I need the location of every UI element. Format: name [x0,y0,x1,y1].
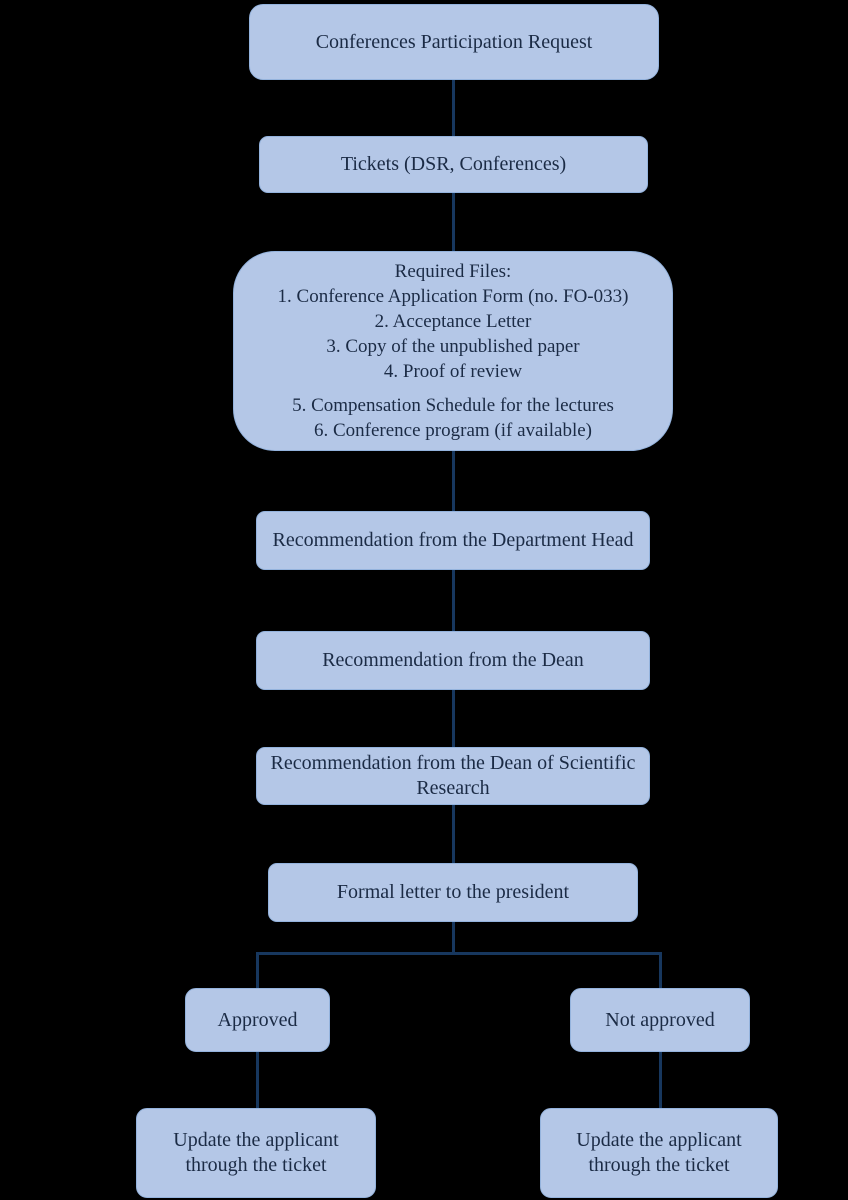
node-label: Tickets (DSR, Conferences) [340,153,567,175]
node-approved: Approved [185,988,330,1052]
connector-dean-dsr [452,689,455,748]
node-not-approved: Not approved [570,988,750,1052]
required-files-item-6: 6. Conference program (if available) [313,420,592,441]
connector-dept-head-dean [452,569,455,632]
node-formal-letter-president: Formal letter to the president [268,863,638,922]
required-files-item-2: 2. Acceptance Letter [374,311,532,332]
node-label: Approved [217,1008,298,1031]
node-recommendation-dean: Recommendation from the Dean [256,631,650,690]
connector-request-tickets [452,80,455,137]
node-label: Not approved [605,1008,715,1031]
node-label: Update the applicant through the ticket [576,1129,742,1176]
node-recommendation-dean-scientific-research: Recommendation from the Dean of Scientif… [256,747,650,805]
node-label: Recommendation from the Department Head [272,529,634,551]
connector-branch-bar [256,952,662,955]
node-label: Recommendation from the Dean of Scientif… [270,752,636,799]
node-conferences-participation-request: Conferences Participation Request [249,4,659,80]
connector-dsr-formal-letter [452,804,455,864]
node-tickets-dsr-conferences: Tickets (DSR, Conferences) [259,136,648,193]
connector-formal-letter-branch [452,921,455,954]
required-files-item-4: 4. Proof of review [383,361,523,382]
required-files-item-5: 5. Compensation Schedule for the lecture… [292,395,614,416]
node-recommendation-department-head: Recommendation from the Department Head [256,511,650,570]
connector-branch-not-approved [659,952,662,989]
node-required-files: Required Files: 1. Conference Applicatio… [233,251,673,451]
node-label: Formal letter to the president [336,881,570,903]
connector-approved-update [256,1051,259,1109]
connector-tickets-files [452,192,455,252]
node-label: Recommendation from the Dean [322,649,584,671]
required-files-item-3: 3. Copy of the unpublished paper [326,336,580,357]
node-update-applicant-not-approved: Update the applicant through the ticket [540,1108,778,1198]
required-files-item-1: 1. Conference Application Form (no. FO-0… [277,286,629,307]
node-update-applicant-approved: Update the applicant through the ticket [136,1108,376,1198]
connector-branch-approved [256,952,259,989]
connector-not-approved-update [659,1051,662,1109]
connector-files-dept-head [452,450,455,512]
required-files-title: Required Files: [394,261,512,282]
node-label: Update the applicant through the ticket [173,1129,339,1176]
node-label: Conferences Participation Request [315,30,593,53]
